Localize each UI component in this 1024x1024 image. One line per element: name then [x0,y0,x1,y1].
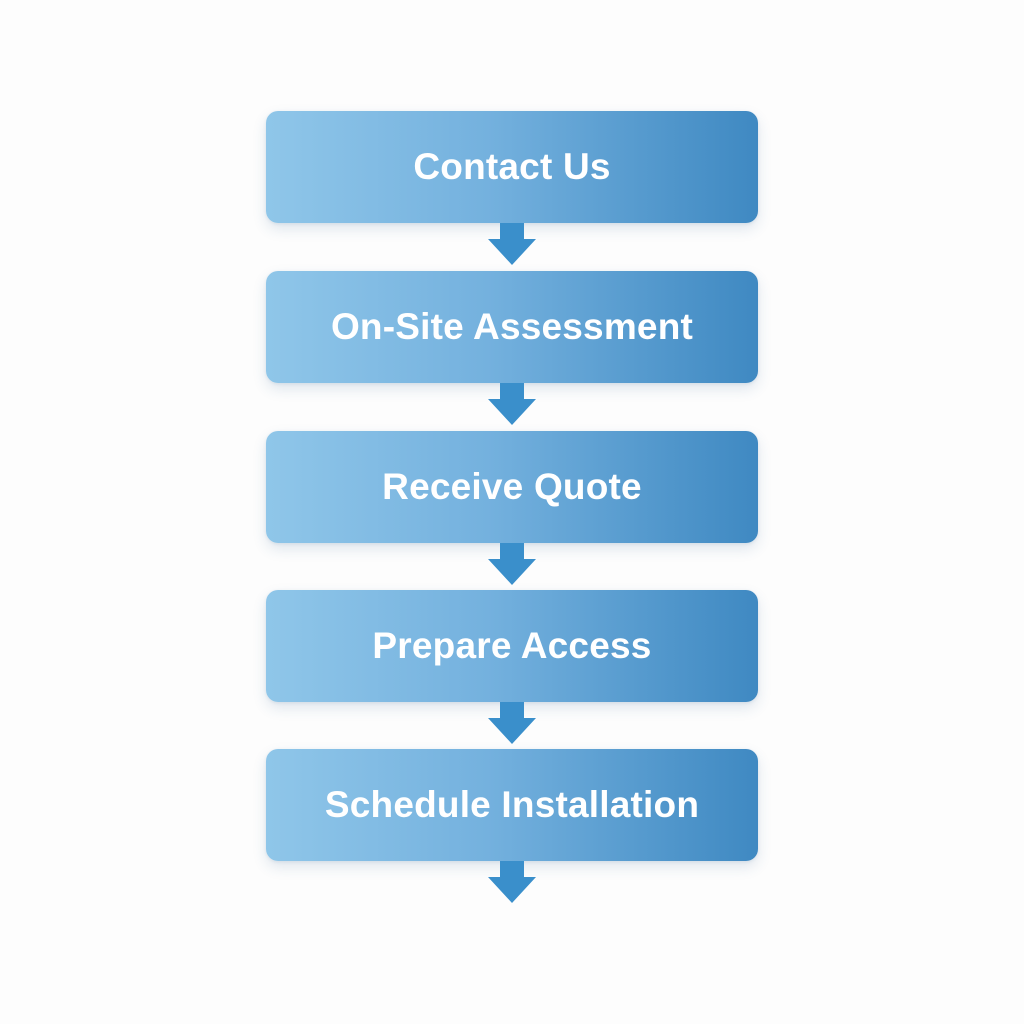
step-contact-us: Contact Us [266,111,758,223]
down-arrow-icon [488,861,536,903]
step-label: Receive Quote [382,466,642,507]
down-arrow-icon [488,223,536,265]
step-on-site-assessment: On-Site Assessment [266,271,758,383]
step-label: On-Site Assessment [330,306,694,347]
step-schedule-installation: Schedule Installation [266,749,758,861]
step-label: Schedule Installation [324,784,700,825]
down-arrow-icon [488,702,536,744]
step-label: Prepare Access [372,625,652,666]
step-receive-quote: Receive Quote [266,431,758,543]
down-arrow-icon [488,383,536,425]
step-prepare-access: Prepare Access [266,590,758,702]
down-arrow-icon [488,543,536,585]
step-label: Contact Us [413,146,611,187]
